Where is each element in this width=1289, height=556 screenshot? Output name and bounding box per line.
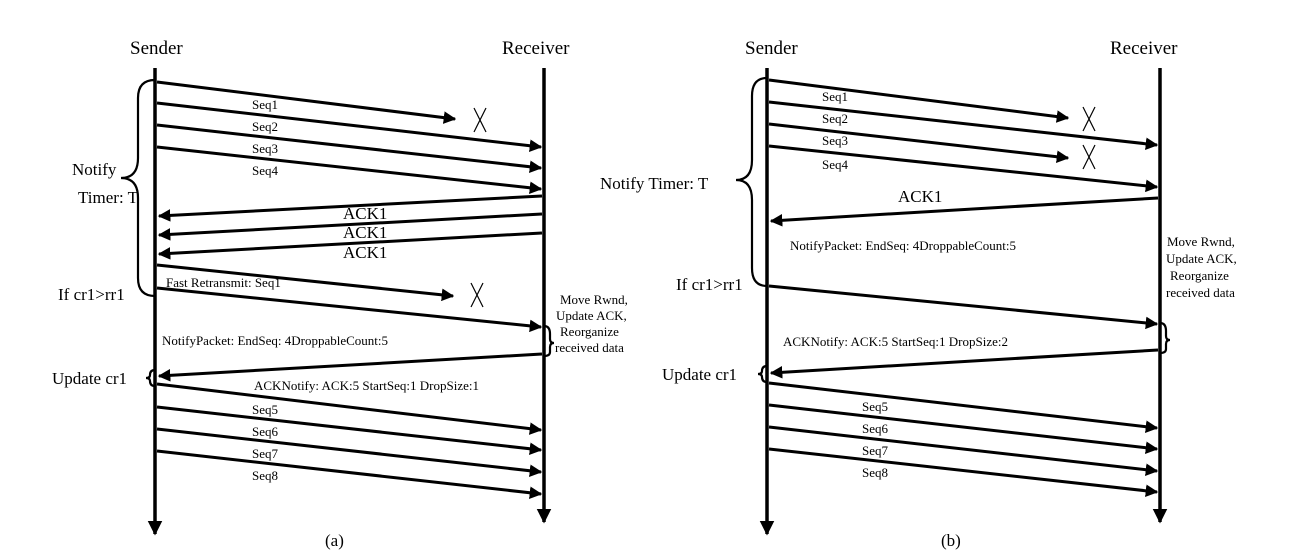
- notify-packet-label: NotifyPacket: EndSeq: 4DroppableCount:5: [790, 238, 1016, 253]
- loss-cross-icon: [1082, 106, 1096, 132]
- loss-cross-icon: [470, 282, 484, 308]
- seq6-arrow: [156, 405, 543, 455]
- seq2-arrow: [768, 100, 1159, 151]
- seq2-label: Seq2: [252, 119, 278, 134]
- notify-packet-arrow: [156, 286, 543, 333]
- ack1-label: ACK1: [898, 187, 942, 206]
- seq2-label: Seq2: [822, 111, 848, 126]
- seq3-label: Seq3: [822, 133, 848, 148]
- seq6-arrow: [768, 403, 1159, 454]
- seq8-label: Seq8: [252, 468, 278, 483]
- seq8-label: Seq8: [862, 465, 888, 480]
- ack-notify-arrow: [157, 352, 543, 382]
- seq6-label: Seq6: [252, 424, 279, 439]
- receiver-label: Receiver: [1110, 38, 1178, 59]
- sender-label: Sender: [130, 38, 183, 59]
- notify-label: Notify: [72, 160, 117, 179]
- loss-cross-icon: [473, 107, 487, 133]
- ack1-label-1: ACK1: [343, 204, 387, 223]
- ack-notify-arrow: [769, 348, 1159, 379]
- receiver-note-line4: received data: [1166, 285, 1235, 300]
- seq1-label: Seq1: [822, 89, 848, 104]
- notify-timer-brace: [120, 78, 156, 298]
- panel-a-caption: (a): [325, 531, 344, 550]
- notify-timer-brace: [735, 76, 768, 288]
- ack1-arrow-1: [157, 194, 543, 222]
- seq4-label: Seq4: [252, 163, 279, 178]
- notify-timer-label: Notify Timer: T: [600, 174, 709, 193]
- receiver-note-line3: Reorganize: [560, 324, 619, 339]
- receiver-note-line1: Move Rwnd,: [560, 292, 628, 307]
- seq4-arrow: [768, 144, 1159, 193]
- panel-b-caption: (b): [941, 531, 961, 550]
- seq7-arrow: [156, 427, 543, 477]
- seq5-arrow: [768, 381, 1159, 433]
- receiver-note-line3: Reorganize: [1170, 268, 1229, 283]
- timer-label: Timer: T: [78, 188, 139, 207]
- seq8-arrow: [768, 447, 1159, 498]
- seq7-label: Seq7: [862, 443, 889, 458]
- condition-label: If cr1>rr1: [676, 275, 743, 294]
- seq5-arrow: [156, 382, 543, 435]
- notify-packet-label: NotifyPacket: EndSeq: 4DroppableCount:5: [162, 333, 388, 348]
- update-brace: [757, 364, 768, 384]
- receiver-note-line2: Update ACK,: [1166, 251, 1237, 266]
- receiver-label: Receiver: [502, 38, 570, 59]
- receiver-note-line2: Update ACK,: [556, 308, 627, 323]
- seq4-label: Seq4: [822, 157, 849, 172]
- seq8-arrow: [156, 449, 543, 499]
- seq1-arrow: [768, 78, 1070, 123]
- update-label: Update cr1: [662, 365, 737, 384]
- ack1-label-3: ACK1: [343, 243, 387, 262]
- seq3-arrow: [156, 123, 543, 173]
- seq2-arrow: [156, 101, 543, 152]
- ack1-arrow-3: [157, 231, 543, 260]
- loss-cross-icon: [1082, 144, 1096, 170]
- seq7-label: Seq7: [252, 446, 279, 461]
- seq5-label: Seq5: [862, 399, 888, 414]
- panel-a: Sender Receiver Notify Timer: T Seq1 Seq…: [52, 38, 628, 550]
- receiver-note-line4: received data: [555, 340, 624, 355]
- seq1-label: Seq1: [252, 97, 278, 112]
- ack1-arrow-2: [157, 212, 543, 241]
- receiver-note-line1: Move Rwnd,: [1167, 234, 1235, 249]
- update-label: Update cr1: [52, 369, 127, 388]
- seq7-arrow: [768, 425, 1159, 476]
- ack1-label-2: ACK1: [343, 223, 387, 242]
- seq3-arrow: [768, 122, 1070, 163]
- update-brace: [145, 368, 156, 388]
- sender-label: Sender: [745, 38, 798, 59]
- notify-packet-arrow: [768, 284, 1159, 330]
- panel-b: Sender Receiver Notify Timer: T Seq1 Seq…: [600, 38, 1237, 550]
- fast-retransmit-label: Fast Retransmit: Seq1: [166, 275, 281, 290]
- seq5-label: Seq5: [252, 402, 278, 417]
- seq6-label: Seq6: [862, 421, 889, 436]
- condition-label: If cr1>rr1: [58, 285, 125, 304]
- receiver-process-brace: [1159, 321, 1171, 355]
- ack-notify-label: ACKNotify: ACK:5 StartSeq:1 DropSize:2: [783, 334, 1008, 349]
- ack1-arrow: [769, 196, 1159, 227]
- seq4-arrow: [156, 145, 543, 195]
- fast-retransmit-arrow: [156, 263, 455, 302]
- ack-notify-label: ACKNotify: ACK:5 StartSeq:1 DropSize:1: [254, 378, 479, 393]
- seq3-label: Seq3: [252, 141, 278, 156]
- seq1-arrow: [156, 80, 457, 124]
- receiver-process-brace: [543, 324, 555, 358]
